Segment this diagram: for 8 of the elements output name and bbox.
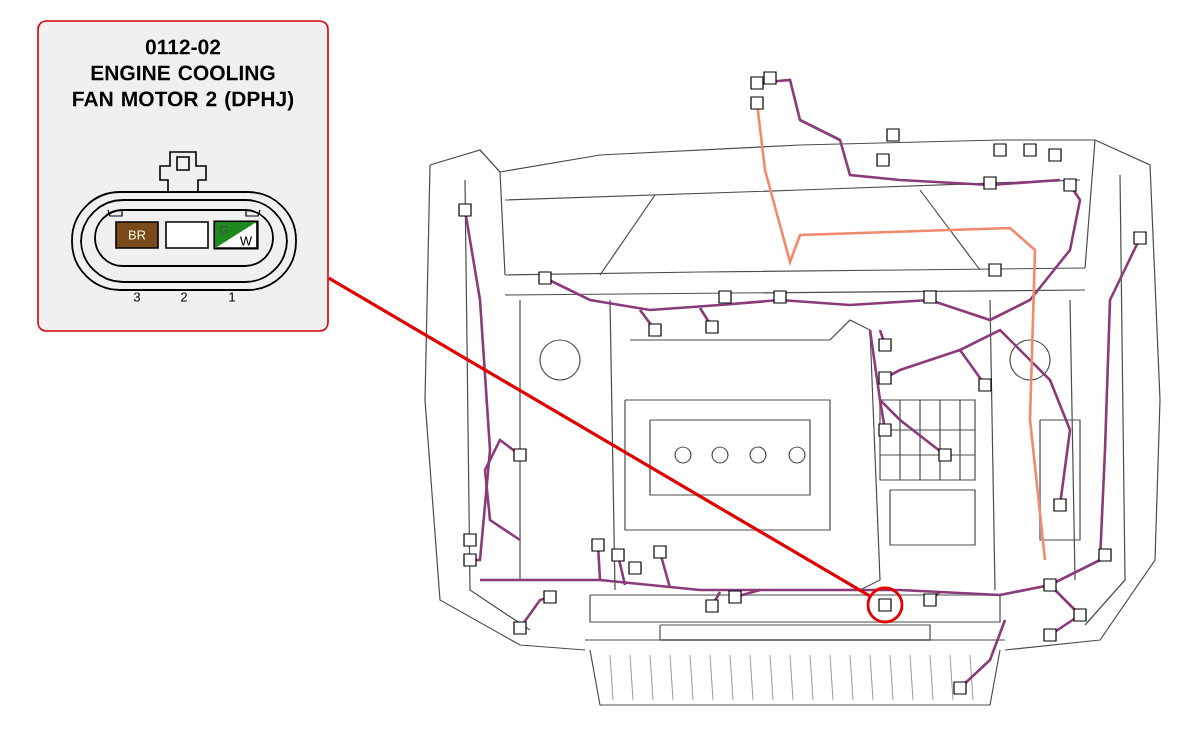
pin-number: 1 <box>229 292 235 302</box>
pin-cavity <box>165 221 209 249</box>
pin-cavity: G W <box>213 220 259 250</box>
highlight-circle <box>866 586 904 624</box>
pin-number: 2 <box>181 292 187 302</box>
pin-cavity: BR <box>115 221 159 249</box>
pin-number: 3 <box>133 292 141 302</box>
leader-line <box>328 276 870 598</box>
